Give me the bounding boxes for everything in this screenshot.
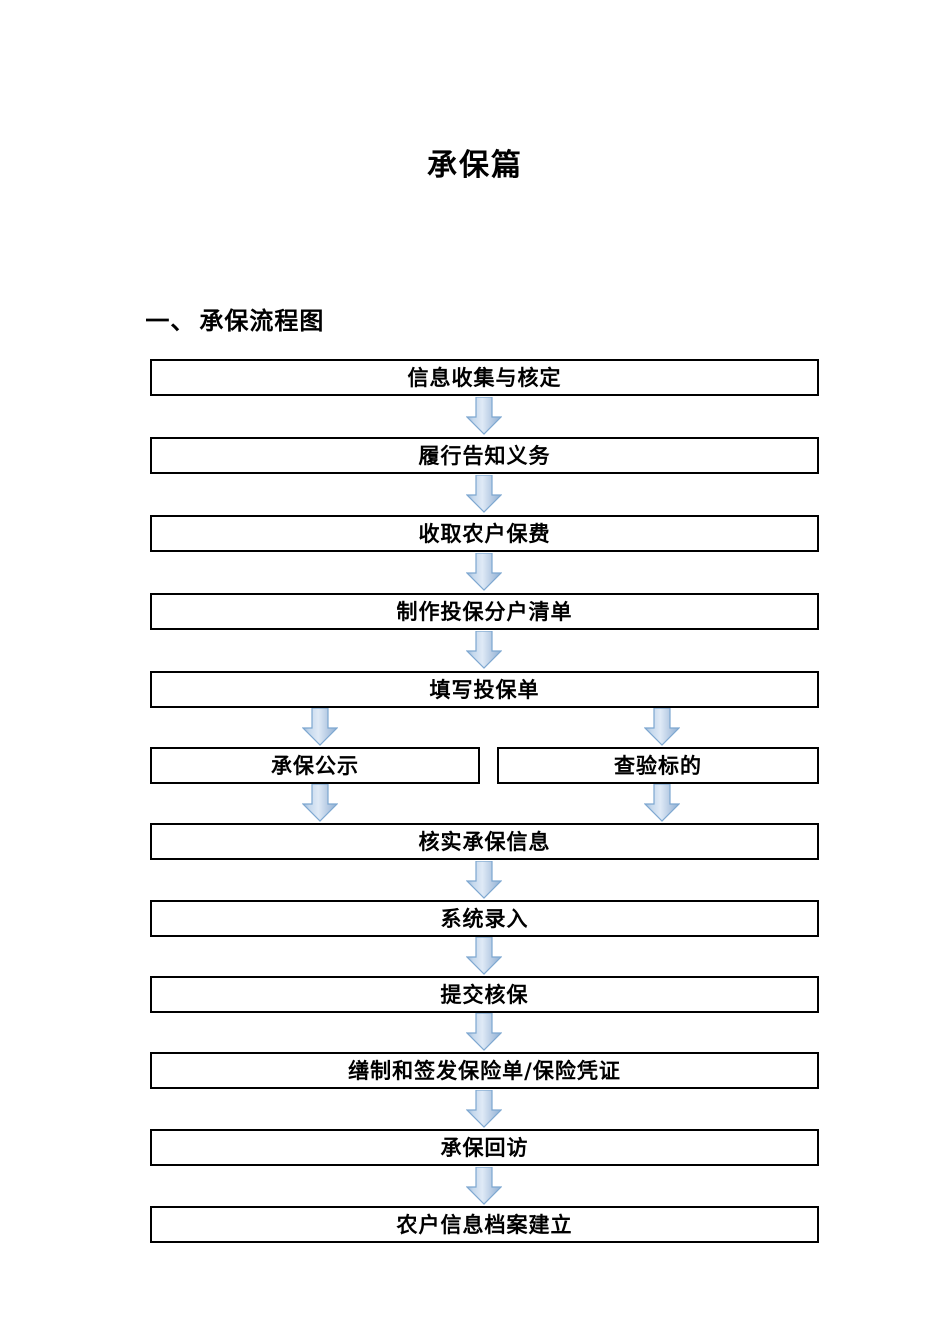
flow-node-system-entry[interactable]: 系统录入 — [150, 900, 819, 937]
flow-node-submit-underwriting[interactable]: 提交核保 — [150, 976, 819, 1013]
flow-arrow-down-icon — [466, 1167, 502, 1205]
section-number: 一、 — [145, 306, 196, 335]
flow-arrow-down-icon — [466, 631, 502, 669]
flow-node-farmer-archive[interactable]: 农户信息档案建立 — [150, 1206, 819, 1243]
flow-node-public-announcement[interactable]: 承保公示 — [150, 747, 480, 784]
flow-arrow-down-icon — [644, 708, 680, 746]
flow-node-information-collection[interactable]: 信息收集与核定 — [150, 359, 819, 396]
flow-arrow-down-icon — [466, 1090, 502, 1128]
flow-node-issue-policy[interactable]: 缮制和签发保险单/保险凭证 — [150, 1052, 819, 1089]
flow-node-collect-premium[interactable]: 收取农户保费 — [150, 515, 819, 552]
section-heading: 一、承保流程图 — [108, 272, 324, 365]
flow-arrow-down-icon — [644, 784, 680, 822]
flow-node-followup-visit[interactable]: 承保回访 — [150, 1129, 819, 1166]
flow-arrow-down-icon — [302, 784, 338, 822]
flow-arrow-down-icon — [466, 1013, 502, 1051]
flow-arrow-down-icon — [466, 553, 502, 591]
flow-node-disclosure-obligation[interactable]: 履行告知义务 — [150, 437, 819, 474]
flow-arrow-down-icon — [466, 475, 502, 513]
flow-arrow-down-icon — [466, 861, 502, 899]
flow-arrow-down-icon — [466, 937, 502, 975]
flow-arrow-down-icon — [302, 708, 338, 746]
section-heading-label: 承保流程图 — [199, 306, 325, 335]
flow-node-inspect-subject[interactable]: 查验标的 — [497, 747, 819, 784]
flow-arrow-down-icon — [466, 397, 502, 435]
flow-node-household-list[interactable]: 制作投保分户清单 — [150, 593, 819, 630]
flow-node-fill-application[interactable]: 填写投保单 — [150, 671, 819, 708]
flow-node-verify-underwriting-info[interactable]: 核实承保信息 — [150, 823, 819, 860]
page-title: 承保篇 — [427, 148, 523, 183]
